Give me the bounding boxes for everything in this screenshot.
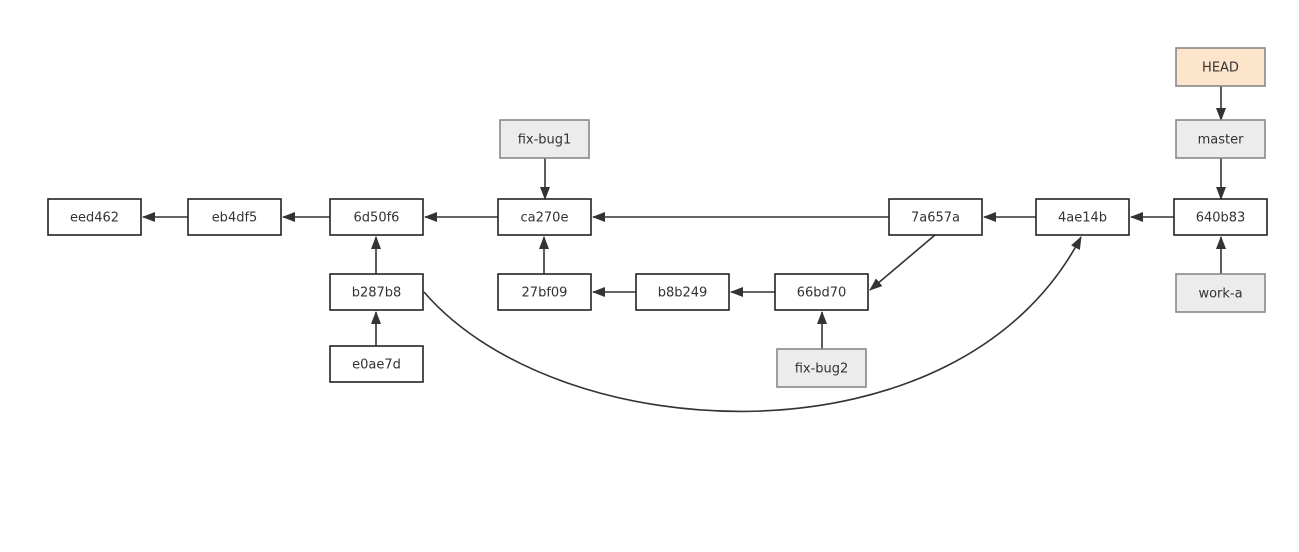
commit-7a657a-box [888, 198, 983, 236]
ref-fix-bug1[interactable]: fix-bug1 [499, 119, 590, 159]
commit-4ae14b-label: 4ae14b [1058, 211, 1107, 226]
commit-66bd70-label: 66bd70 [797, 286, 847, 301]
commit-b8b249-box [635, 273, 730, 311]
commit-e0ae7d[interactable]: e0ae7d [329, 345, 424, 383]
ref-fix-bug1-box [499, 119, 590, 159]
commit-6d50f6[interactable]: 6d50f6 [329, 198, 424, 236]
ref-head[interactable]: HEAD [1175, 47, 1266, 87]
commit-eed462-label: eed462 [70, 211, 119, 226]
ref-work-a[interactable]: work-a [1175, 273, 1266, 313]
ref-master-box [1175, 119, 1266, 159]
commit-640b83-label: 640b83 [1196, 211, 1246, 226]
commit-7a657a[interactable]: 7a657a [888, 198, 983, 236]
commit-ca270e-label: ca270e [521, 211, 569, 226]
commit-eed462[interactable]: eed462 [47, 198, 142, 236]
commit-27bf09[interactable]: 27bf09 [497, 273, 592, 311]
ref-fix-bug2-box [776, 348, 867, 388]
nodes-layer: eed462 eb4df5 6d50f6 ca270e 7a657a 4ae14b 640b… [47, 47, 1268, 388]
ref-fix-bug2-label: fix-bug2 [795, 362, 849, 377]
commit-b8b249-label: b8b249 [658, 286, 708, 301]
commit-b287b8-box [329, 273, 424, 311]
commit-eb4df5-label: eb4df5 [212, 211, 258, 226]
edge-b287b8-to-4ae14b [423, 236, 1082, 413]
commit-66bd70[interactable]: 66bd70 [774, 273, 869, 311]
commit-eed462-box [47, 198, 142, 236]
ref-master[interactable]: master [1175, 119, 1266, 159]
commit-e0ae7d-box [329, 345, 424, 383]
commit-4ae14b-box [1035, 198, 1130, 236]
commit-ca270e-box [497, 198, 592, 236]
commit-27bf09-label: 27bf09 [522, 286, 568, 301]
ref-head-box [1175, 47, 1266, 87]
ref-fix-bug2[interactable]: fix-bug2 [776, 348, 867, 388]
commit-7a657a-label: 7a657a [911, 211, 960, 226]
ref-fix-bug1-label: fix-bug1 [518, 133, 572, 148]
commit-6d50f6-label: 6d50f6 [354, 211, 400, 226]
commit-640b83[interactable]: 640b83 [1173, 198, 1268, 236]
commit-e0ae7d-label: e0ae7d [352, 358, 401, 373]
commit-b8b249[interactable]: b8b249 [635, 273, 730, 311]
ref-master-label: master [1198, 133, 1244, 148]
commit-ca270e[interactable]: ca270e [497, 198, 592, 236]
commit-eb4df5[interactable]: eb4df5 [187, 198, 282, 236]
commit-b287b8[interactable]: b287b8 [329, 273, 424, 311]
ref-head-label: HEAD [1202, 61, 1239, 76]
commit-27bf09-box [497, 273, 592, 311]
commit-4ae14b[interactable]: 4ae14b [1035, 198, 1130, 236]
commit-eb4df5-box [187, 198, 282, 236]
commit-b287b8-label: b287b8 [352, 286, 402, 301]
ref-work-a-box [1175, 273, 1266, 313]
ref-work-a-label: work-a [1198, 287, 1242, 302]
edge-7a657a-to-66bd70 [869, 234, 936, 291]
commit-6d50f6-box [329, 198, 424, 236]
edges-layer [142, 86, 1226, 413]
commit-66bd70-box [774, 273, 869, 311]
commit-640b83-box [1173, 198, 1268, 236]
